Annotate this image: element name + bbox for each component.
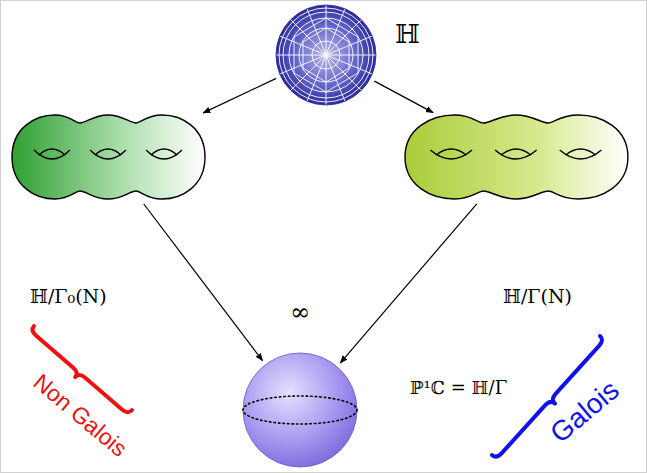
galois-tag: Non Galois (28, 369, 133, 463)
covering-arrow (340, 204, 476, 363)
galois-tag: Galois (544, 374, 626, 451)
hyperbolic-disk (276, 5, 376, 105)
genus-three-surface (405, 115, 628, 199)
infinity-point: ∞ (290, 298, 310, 327)
projective-line: ℙ¹ℂ = ℍ/Γ (243, 353, 357, 467)
covering-arrow (374, 81, 433, 113)
quotient-label: ℍ/Γ(N) (503, 285, 572, 308)
genus-three-surface (12, 115, 205, 199)
space-symbol: ℍ (395, 19, 420, 50)
covering-arrow (144, 204, 263, 361)
quotient-label: ℍ/Γ₀(N) (30, 285, 107, 308)
quotient-label: ℙ¹ℂ = ℍ/Γ (410, 377, 507, 399)
riemann-sphere (243, 353, 357, 467)
hyperbolic-plane: ℍ (276, 5, 376, 105)
modular-curve: ℍ/Γ(N) (405, 115, 628, 200)
covering-arrow (203, 78, 276, 113)
modular-curve: ℍ/Γ₀(N) (12, 115, 205, 200)
